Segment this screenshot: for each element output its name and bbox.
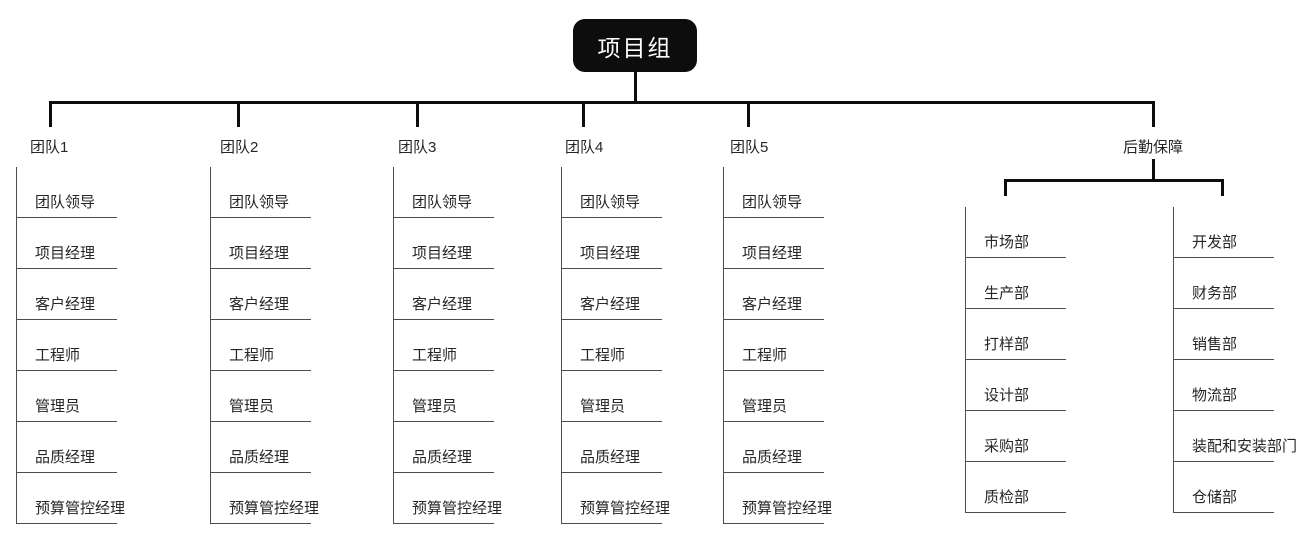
org-item: 品质经理 xyxy=(562,422,662,473)
team-5-label: 团队5 xyxy=(730,139,769,156)
org-item: 财务部 xyxy=(1174,258,1274,309)
org-item: 团队领导 xyxy=(394,167,494,218)
org-item: 预算管控经理 xyxy=(394,473,502,524)
branch-drop-line xyxy=(581,101,585,127)
org-item: 项目经理 xyxy=(394,218,494,269)
org-item: 工程师 xyxy=(394,320,494,371)
org-item: 设计部 xyxy=(966,360,1066,411)
logistics-left-column: 市场部 生产部 打样部 设计部 采购部 质检部 xyxy=(965,207,1066,513)
org-item: 质检部 xyxy=(966,462,1066,513)
team-1-column: 团队领导 项目经理 客户经理 工程师 管理员 品质经理 预算管控经理 xyxy=(16,167,125,524)
org-item: 项目经理 xyxy=(724,218,824,269)
org-item: 品质经理 xyxy=(724,422,824,473)
org-item: 工程师 xyxy=(724,320,824,371)
org-item: 装配和安装部门 xyxy=(1174,411,1297,462)
org-item: 客户经理 xyxy=(394,269,494,320)
org-item: 销售部 xyxy=(1174,309,1274,360)
branch-drop-line xyxy=(746,101,750,127)
org-item: 市场部 xyxy=(966,207,1066,258)
branch-drop-line xyxy=(48,101,52,127)
org-item: 项目经理 xyxy=(17,218,117,269)
org-item: 仓储部 xyxy=(1174,462,1274,513)
org-item: 客户经理 xyxy=(562,269,662,320)
org-item: 打样部 xyxy=(966,309,1066,360)
org-item: 客户经理 xyxy=(211,269,311,320)
branch-drop-line xyxy=(1151,101,1155,127)
org-item: 项目经理 xyxy=(211,218,311,269)
sub-branch-drop-line xyxy=(1003,179,1007,196)
org-item: 管理员 xyxy=(724,371,824,422)
branch-drop-line xyxy=(236,101,240,127)
team-2-label: 团队2 xyxy=(220,139,259,156)
org-item: 管理员 xyxy=(17,371,117,422)
org-item: 物流部 xyxy=(1174,360,1274,411)
branch-drop-line xyxy=(415,101,419,127)
sub-branch-drop-line xyxy=(1220,179,1224,196)
trunk-line xyxy=(48,101,1155,104)
org-item: 预算管控经理 xyxy=(211,473,319,524)
org-item: 预算管控经理 xyxy=(17,473,125,524)
team-5-column: 团队领导 项目经理 客户经理 工程师 管理员 品质经理 预算管控经理 xyxy=(723,167,832,524)
team-2-column: 团队领导 项目经理 客户经理 工程师 管理员 品质经理 预算管控经理 xyxy=(210,167,319,524)
org-item: 工程师 xyxy=(17,320,117,371)
org-item: 预算管控经理 xyxy=(562,473,670,524)
team-3-label: 团队3 xyxy=(398,139,437,156)
org-item: 品质经理 xyxy=(211,422,311,473)
org-item: 项目经理 xyxy=(562,218,662,269)
org-item: 管理员 xyxy=(394,371,494,422)
root-descender-line xyxy=(633,70,637,103)
org-item: 品质经理 xyxy=(17,422,117,473)
org-item: 客户经理 xyxy=(17,269,117,320)
org-item: 生产部 xyxy=(966,258,1066,309)
org-item: 工程师 xyxy=(211,320,311,371)
org-item: 品质经理 xyxy=(394,422,494,473)
org-item: 团队领导 xyxy=(724,167,824,218)
org-item: 管理员 xyxy=(211,371,311,422)
org-item: 团队领导 xyxy=(17,167,117,218)
team-3-column: 团队领导 项目经理 客户经理 工程师 管理员 品质经理 预算管控经理 xyxy=(393,167,502,524)
logistics-descender-line xyxy=(1151,159,1155,181)
logistics-right-column: 开发部 财务部 销售部 物流部 装配和安装部门 仓储部 xyxy=(1173,207,1297,513)
team-4-column: 团队领导 项目经理 客户经理 工程师 管理员 品质经理 预算管控经理 xyxy=(561,167,670,524)
org-item: 采购部 xyxy=(966,411,1066,462)
team-1-label: 团队1 xyxy=(30,139,69,156)
org-item: 团队领导 xyxy=(211,167,311,218)
root-node: 项目组 xyxy=(573,19,697,72)
logistics-label: 后勤保障 xyxy=(1123,139,1184,156)
org-item: 开发部 xyxy=(1174,207,1274,258)
org-item: 管理员 xyxy=(562,371,662,422)
org-item: 客户经理 xyxy=(724,269,824,320)
org-item: 工程师 xyxy=(562,320,662,371)
logistics-subtrunk-line xyxy=(1003,179,1224,182)
team-4-label: 团队4 xyxy=(565,139,604,156)
org-item: 团队领导 xyxy=(562,167,662,218)
org-item: 预算管控经理 xyxy=(724,473,832,524)
